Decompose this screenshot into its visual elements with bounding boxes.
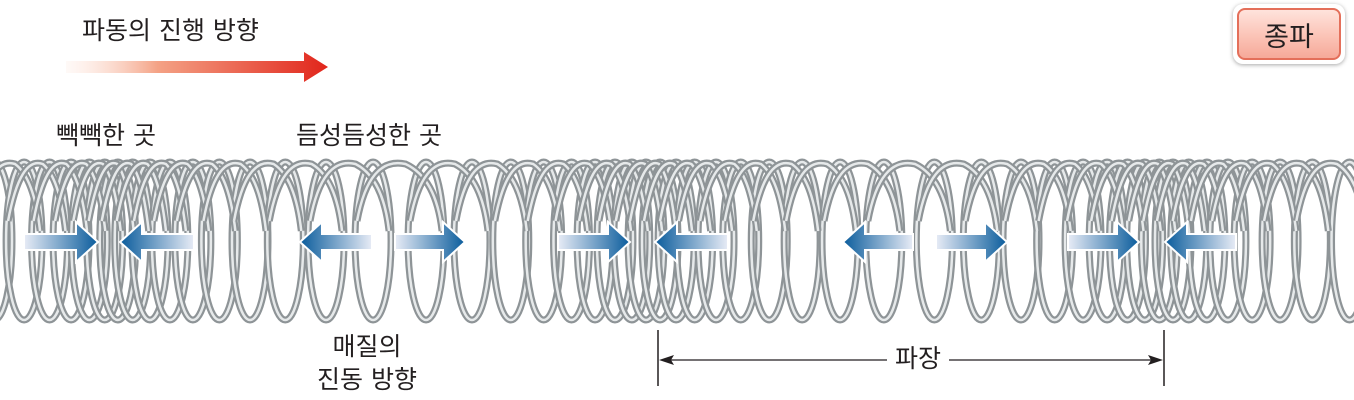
coil-link-highlight bbox=[72, 161, 122, 232]
coil-link-highlight bbox=[577, 161, 633, 232]
coil-link-highlight bbox=[698, 161, 758, 232]
coil-link-highlight bbox=[1262, 161, 1330, 232]
coil-link-highlight bbox=[597, 161, 650, 232]
vibration-arrow-right-icon bbox=[1067, 219, 1141, 265]
coil-link-highlight bbox=[100, 161, 150, 232]
coil-link-highlight bbox=[784, 161, 858, 232]
propagation-direction-label: 파동의 진행 방향 bbox=[82, 16, 259, 45]
coil-link-highlight bbox=[454, 161, 529, 232]
coil-link-highlight bbox=[1210, 161, 1270, 232]
coil-link-highlight bbox=[822, 161, 902, 232]
vibration-arrow-left-icon bbox=[118, 219, 195, 265]
coil-link-highlight bbox=[628, 161, 678, 232]
coil-link-highlight bbox=[1003, 161, 1072, 232]
coil-link-highlight bbox=[964, 161, 1039, 232]
coil-link-highlight bbox=[53, 161, 107, 232]
spring-coil bbox=[0, 158, 1354, 324]
vibration-arrow-right-icon bbox=[935, 219, 1009, 265]
coil-link-highlight bbox=[1234, 161, 1298, 232]
vibration-arrow-left-icon bbox=[653, 219, 729, 265]
vibration-arrow-right-icon bbox=[23, 219, 100, 265]
coil-link-highlight bbox=[232, 161, 303, 232]
coil-link-highlight bbox=[1127, 161, 1177, 232]
compression-label: 빽빽한 곳 bbox=[56, 121, 156, 150]
medium-vibration-label: 매질의 진동 방향 bbox=[317, 332, 417, 394]
coil-link-highlight bbox=[614, 161, 664, 232]
vibration-arrow-right-icon bbox=[394, 219, 467, 265]
wavelength-right-arrowhead-icon bbox=[1148, 355, 1163, 365]
vibration-arrow-left-icon bbox=[1163, 219, 1237, 265]
propagation-arrow-icon bbox=[66, 52, 328, 82]
coil-link-highlight bbox=[866, 161, 952, 232]
coil-loop bbox=[1328, 158, 1354, 324]
wavelength-label: 파장 bbox=[887, 346, 950, 371]
coil-link-highlight bbox=[1110, 161, 1162, 232]
wavelength-left-arrowhead-icon bbox=[659, 355, 674, 365]
coil-loop-highlight bbox=[200, 160, 239, 322]
coil-loop-highlight bbox=[266, 160, 305, 322]
coil-link-highlight bbox=[1142, 161, 1191, 232]
coil-loop-highlight bbox=[0, 164, 14, 318]
vibration-arrow-left-icon bbox=[841, 219, 914, 265]
coil-link-highlight bbox=[87, 161, 135, 232]
coil-link-highlight bbox=[308, 161, 391, 232]
coil-link-highlight bbox=[1295, 161, 1354, 222]
coil-link-highlight bbox=[1155, 161, 1206, 232]
vibration-arrow-right-icon bbox=[557, 219, 632, 265]
coil-link-highlight bbox=[723, 161, 787, 232]
wave-type-badge: 종파 bbox=[1233, 4, 1345, 64]
coil-link-highlight bbox=[642, 161, 694, 232]
coil-link-highlight bbox=[752, 161, 820, 232]
coil-link-highlight bbox=[268, 161, 344, 232]
coil-link-highlight bbox=[355, 161, 444, 232]
coil-link-highlight bbox=[493, 161, 561, 232]
coil-link-highlight bbox=[32, 161, 89, 232]
coil-loop-highlight bbox=[1260, 160, 1300, 322]
coil-link-highlight bbox=[408, 161, 490, 232]
rarefaction-label: 듬성듬성한 곳 bbox=[296, 121, 442, 150]
coil-link-highlight bbox=[1089, 161, 1145, 232]
coil-link-highlight bbox=[202, 161, 268, 232]
coil-loop-highlight bbox=[1330, 160, 1354, 322]
vibration-arrow-left-icon bbox=[298, 219, 373, 265]
wave-type-badge-label: 종파 bbox=[1237, 8, 1341, 60]
coil-link-highlight bbox=[115, 161, 168, 232]
coil-link-highlight bbox=[175, 161, 237, 232]
coil-link-highlight bbox=[917, 161, 999, 232]
